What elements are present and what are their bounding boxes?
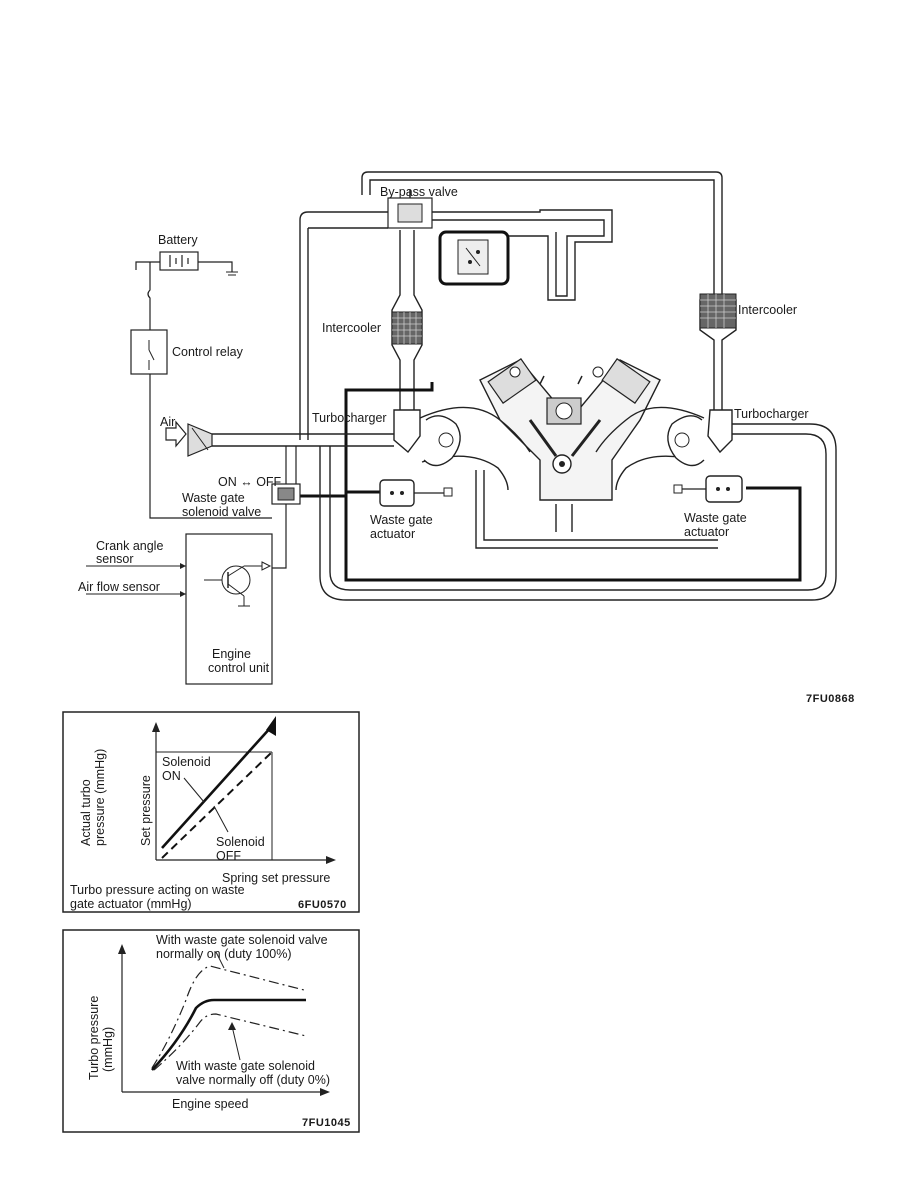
graph1-solenoid-on-2: ON (162, 769, 181, 783)
graph2-xlabel: Engine speed (172, 1097, 249, 1111)
actuator-right-label-2: actuator (684, 525, 729, 539)
air-inlet: Air (160, 415, 213, 457)
air-label: Air (160, 415, 175, 429)
graph2-ylabel-1: Turbo pressure (87, 996, 101, 1080)
intake-loop (212, 423, 837, 601)
graph-engine-speed: Turbo pressure (mmHg) With waste gate so… (62, 929, 360, 1133)
on-off-label: ON ↔ OFF (218, 475, 282, 489)
solenoid-on-line (161, 725, 273, 849)
graph1-set-pressure: Set pressure (139, 775, 153, 846)
turbocharger-left: Turbocharger (312, 409, 461, 467)
diagram-code: 7FU0868 (806, 693, 855, 705)
control-relay-label: Control relay (172, 345, 244, 359)
graph1-code: 6FU0570 (298, 899, 347, 911)
actual-curve (151, 998, 306, 1071)
ecu-label-1: Engine (212, 647, 251, 661)
engine-v-block (479, 358, 661, 501)
intercooler-left-label: Intercooler (322, 321, 381, 335)
actuator-right-label-1: Waste gate (684, 511, 747, 525)
actuator-left-label-1: Waste gate (370, 513, 433, 527)
graph-set-pressure: Actual turbo pressure (mmHg) Set pressur… (62, 711, 360, 913)
turbocharger-left-label: Turbocharger (312, 411, 387, 425)
intercooler-left: Intercooler (322, 230, 423, 410)
bypass-piping (299, 171, 723, 440)
ecu-label-2: control unit (208, 661, 270, 675)
vacuum-lines (300, 382, 802, 582)
graph1-solenoid-off-2: OFF (216, 849, 241, 863)
exhaust-pipes (419, 406, 718, 549)
turbocharger-right: Turbocharger (667, 407, 809, 467)
duty-100-curve (151, 965, 305, 1069)
throttle-body (438, 230, 510, 286)
turbocharger-right-label: Turbocharger (734, 407, 809, 421)
graph1-ylabel-1: Actual turbo (79, 779, 93, 846)
graph2-top-note-1: With waste gate solenoid valve (156, 933, 328, 947)
graph1-ylabel-2: pressure (mmHg) (93, 749, 107, 846)
solenoid-valve-label-2: solenoid valve (182, 505, 261, 519)
graph2-top-note-2: normally on (duty 100%) (156, 947, 291, 961)
intercooler-right-label: Intercooler (738, 303, 797, 317)
graph1-spring-set: Spring set pressure (222, 871, 330, 885)
electrical-circuit: Battery Control relay (130, 233, 272, 519)
engine-control-unit: Engine control unit Crank angle sensor A… (78, 533, 273, 685)
graph1-xlabel-2: gate actuator (mmHg) (70, 897, 192, 911)
bypass-valve: By-pass valve (380, 185, 458, 229)
system-schematic: By-pass valve Intercooler (78, 171, 855, 705)
graph2-code: 7FU1045 (302, 1117, 351, 1129)
solenoid-valve-label-1: Waste gate (182, 491, 245, 505)
graph1-solenoid-on-1: Solenoid (162, 755, 211, 769)
actuator-left-label-2: actuator (370, 527, 415, 541)
crank-angle-label-2: sensor (96, 552, 134, 566)
graph1-xlabel-1: Turbo pressure acting on waste (70, 883, 245, 897)
crank-angle-label-1: Crank angle (96, 539, 163, 553)
intercooler-right: Intercooler (699, 293, 797, 410)
graph2-ylabel-2: (mmHg) (101, 1027, 115, 1072)
graph2-bottom-note-1: With waste gate solenoid (176, 1059, 315, 1073)
air-flow-label: Air flow sensor (78, 580, 160, 594)
duty-0-curve (153, 1013, 307, 1071)
battery-label: Battery (158, 233, 198, 247)
waste-gate-solenoid-valve: ON ↔ OFF Waste gate solenoid valve (182, 446, 301, 569)
waste-gate-actuator-left: Waste gate actuator (370, 479, 453, 541)
waste-gate-actuator-right: Waste gate actuator (673, 475, 747, 539)
graph1-solenoid-off-1: Solenoid (216, 835, 265, 849)
graph2-bottom-note-2: valve normally off (duty 0%) (176, 1073, 330, 1087)
bypass-valve-label: By-pass valve (380, 185, 458, 199)
